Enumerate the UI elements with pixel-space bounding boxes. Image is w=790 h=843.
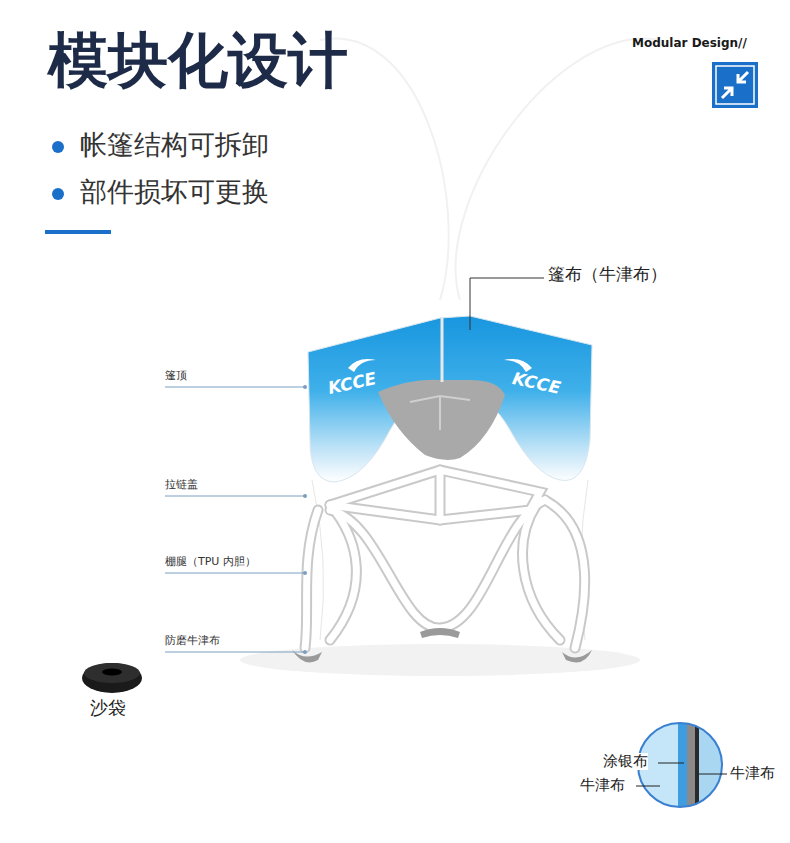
title-underline: [45, 230, 111, 234]
leader-line: [165, 387, 305, 652]
layer-label: 牛津布: [730, 765, 775, 782]
sandbag: [82, 663, 142, 693]
english-subtitle: Modular Design//: [632, 37, 747, 51]
background-outline: [320, 38, 660, 300]
shrink-icon: [712, 62, 758, 108]
part-label: 篷布（牛津布）: [548, 265, 667, 285]
foot-pad: [292, 628, 592, 662]
bullet-dot: [52, 188, 64, 200]
part-label: 棚腿（TPU 内胆）: [165, 556, 256, 569]
bullet-text: 帐篷结构可拆卸: [80, 129, 269, 160]
tent-frame: [305, 470, 585, 648]
tent-roof: [308, 316, 592, 482]
layer-label: 牛津布: [580, 777, 625, 794]
part-label: 防磨牛津布: [165, 635, 220, 648]
part-label: 沙袋: [90, 698, 126, 719]
bullet-text: 部件损坏可更换: [80, 176, 269, 207]
part-label: 篷顶: [165, 370, 187, 383]
part-label: 拉链盖: [165, 479, 198, 492]
leader-line: [470, 278, 544, 330]
layer-label: 涂银布: [603, 753, 648, 770]
page-title: 模块化设计: [48, 26, 348, 95]
leader-dot: [303, 385, 307, 654]
bullet-dot: [52, 141, 64, 153]
